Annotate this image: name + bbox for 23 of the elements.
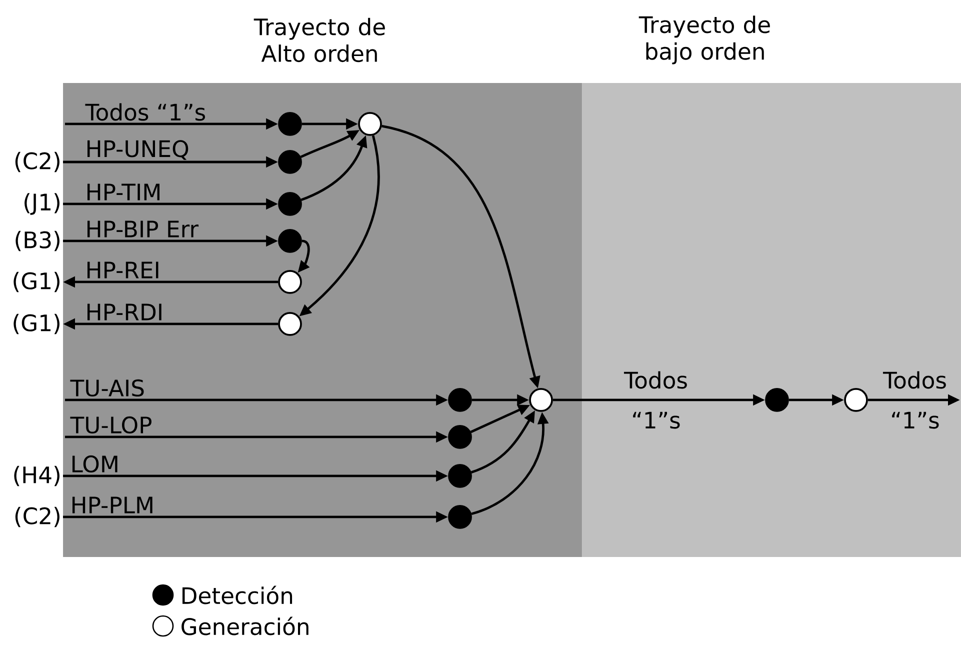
edge-label: Todos “1”s [85, 103, 205, 121]
signal-label: (G1) [14, 272, 60, 292]
edge-label: TU-AIS [70, 379, 144, 397]
edge-label: HP-REI [88, 262, 158, 278]
edge-label: HP-TIM [88, 184, 160, 200]
signal-label: (B3) [16, 230, 60, 252]
signal-label: (H4) [14, 466, 60, 486]
signal-label: (G1) [14, 314, 60, 334]
node-label: Trayecto de Alto orden [254, 18, 385, 62]
legend-text: Generación [182, 616, 308, 636]
edge-label: Todos “1”s [882, 371, 946, 429]
signal-label: (C2) [15, 506, 60, 528]
edge-label: HP-UNEQ [88, 140, 188, 160]
edge-label: TU-LOP [70, 416, 152, 434]
edge-label: LOM [72, 455, 118, 473]
signal-label: (C2) [15, 152, 60, 172]
signal-label: (J1) [24, 193, 60, 215]
edge-label: HP-PLM [72, 496, 152, 514]
node-label: Trayecto de bajo orden [638, 16, 770, 64]
edge-label: HP-BIP Err [88, 220, 199, 238]
edge-label: HP-RDI [88, 304, 162, 320]
legend-text: Detección [182, 586, 292, 604]
edge-label: Todos “1”s [624, 371, 687, 429]
